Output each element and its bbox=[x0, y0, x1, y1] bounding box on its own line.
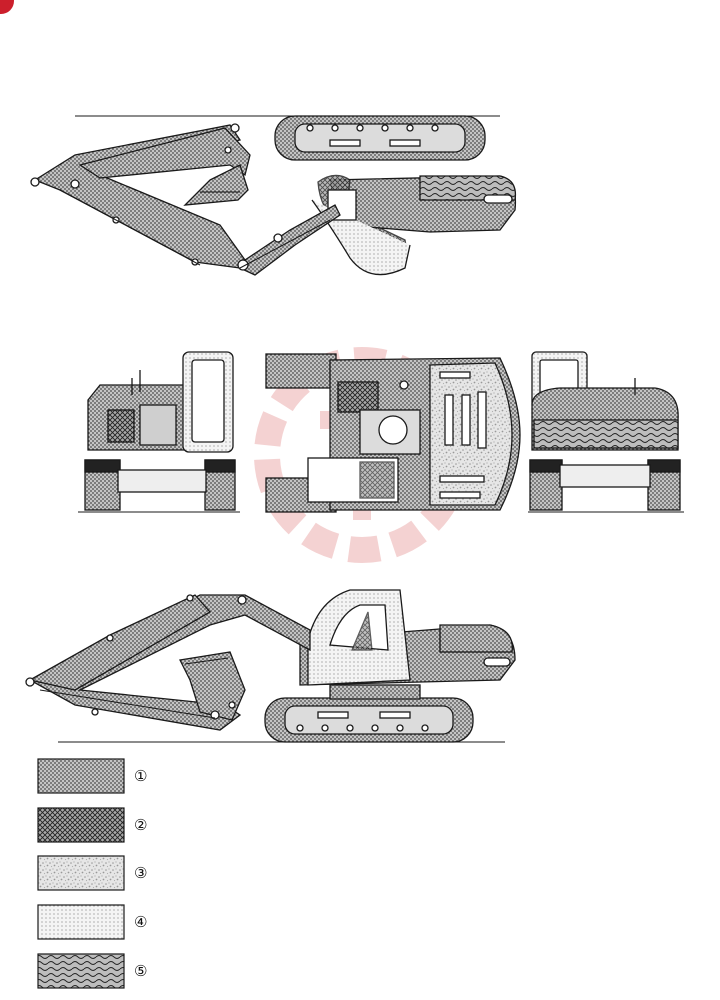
legend bbox=[37, 758, 125, 989]
excavator-plan-view bbox=[265, 353, 521, 513]
legend-swatch-5 bbox=[37, 953, 125, 989]
legend-label-2: ② bbox=[134, 816, 148, 834]
legend-label-4: ④ bbox=[134, 913, 148, 931]
excavator-rear-view bbox=[78, 351, 240, 513]
legend-swatch-2 bbox=[37, 807, 125, 843]
legend-label-5: ⑤ bbox=[134, 962, 148, 980]
legend-swatch-3 bbox=[37, 855, 125, 891]
excavator-side-view bbox=[25, 589, 516, 743]
legend-label-3: ③ bbox=[134, 864, 148, 882]
legend-swatch-4 bbox=[37, 904, 125, 940]
legend-swatch-1 bbox=[37, 758, 125, 794]
excavator-front-view bbox=[528, 351, 684, 513]
excavator-top-view bbox=[30, 115, 517, 276]
legend-label-1: ① bbox=[134, 767, 148, 785]
